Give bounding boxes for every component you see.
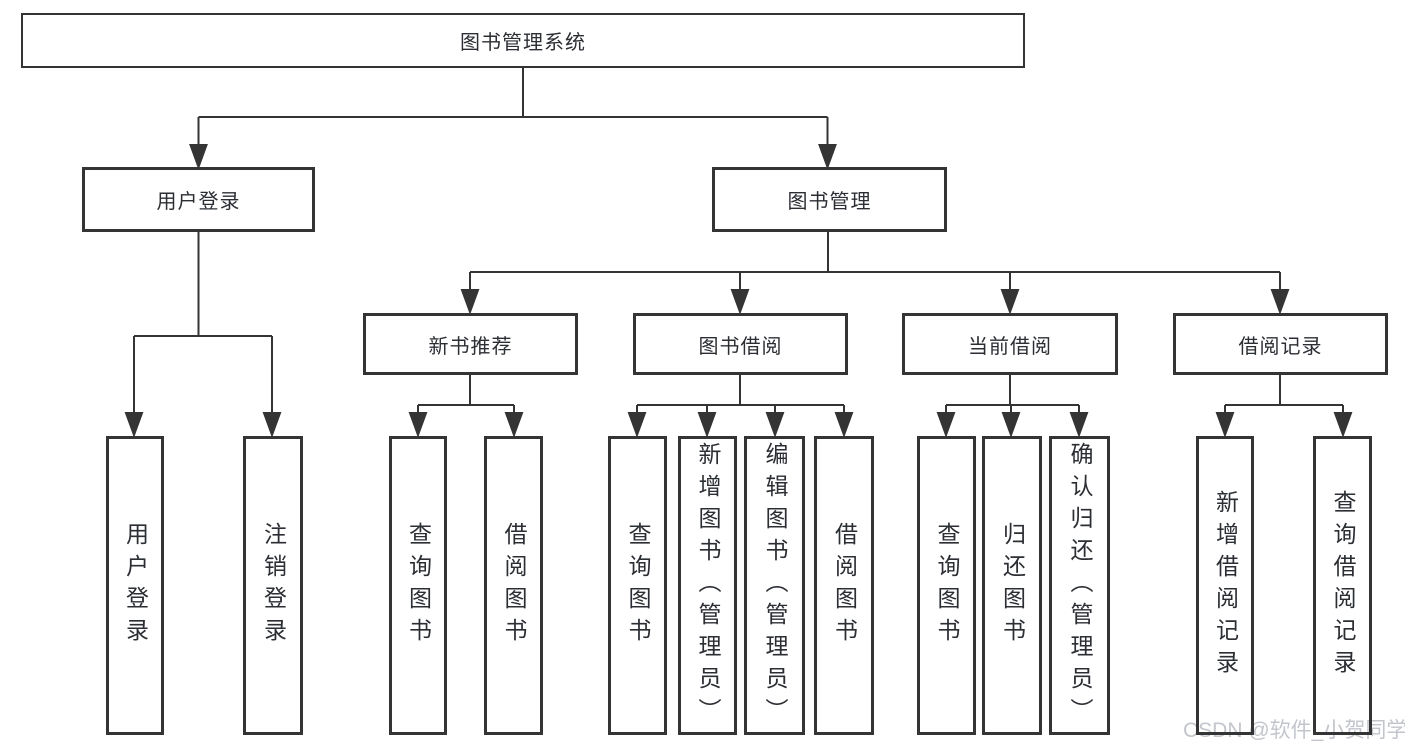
connector-bookmgmt-to-level3	[460, 232, 1290, 315]
arrowhead	[1069, 412, 1089, 438]
leaf-add-book-admin: 新增图书（管理员）	[678, 436, 737, 735]
arrowhead	[460, 289, 480, 315]
arrowhead	[1270, 289, 1290, 315]
arrowhead	[124, 412, 144, 438]
node-borrow-records: 借阅记录	[1173, 313, 1388, 375]
leaf-confirm-return-admin: 确认归还（管理员）	[1049, 436, 1110, 735]
connector-newbook-to-leaves	[408, 375, 524, 438]
leaf-add-borrow-record: 新增借阅记录	[1196, 436, 1254, 735]
leaf-user-login: 用户登录	[106, 436, 164, 735]
leaf-logout: 注销登录	[243, 436, 303, 735]
leaf-borrow-books-recommend: 借阅图书	[484, 436, 543, 735]
connector-userlogin-to-leaves	[124, 232, 282, 438]
connector-root-to-level2	[189, 68, 837, 170]
arrowhead	[1333, 412, 1353, 438]
arrowhead	[627, 412, 647, 438]
arrowhead	[1000, 289, 1020, 315]
node-library-management-system: 图书管理系统	[21, 13, 1025, 68]
arrowhead	[408, 412, 428, 438]
connector-bookborrow-to-leaves	[627, 375, 854, 438]
arrowhead	[504, 412, 524, 438]
arrowhead	[834, 412, 854, 438]
arrowhead	[765, 412, 785, 438]
arrowhead	[1001, 412, 1021, 438]
leaf-borrow-books: 借阅图书	[814, 436, 874, 735]
connector-borrowrecord-to-leaves	[1215, 375, 1353, 438]
csdn-watermark: CSDN @软件_小贺同学	[1183, 719, 1405, 742]
leaf-return-books: 归还图书	[982, 436, 1042, 735]
arrowhead	[697, 412, 717, 438]
arrowhead	[730, 289, 750, 315]
leaf-query-borrow-record: 查询借阅记录	[1313, 436, 1372, 735]
arrowhead	[189, 144, 208, 170]
node-book-borrow: 图书借阅	[633, 313, 848, 375]
node-current-borrow: 当前借阅	[902, 313, 1118, 375]
leaf-edit-book-admin: 编辑图书（管理员）	[744, 436, 805, 735]
arrowhead	[1215, 412, 1235, 438]
leaf-query-books-current: 查询图书	[917, 436, 976, 735]
arrowhead	[818, 144, 837, 170]
arrowhead	[936, 412, 956, 438]
connector-currentborrow-to-leaves	[936, 375, 1089, 438]
leaf-query-books-recommend: 查询图书	[389, 436, 447, 735]
arrowhead	[262, 412, 282, 438]
node-user-login: 用户登录	[82, 167, 315, 232]
node-book-management: 图书管理	[712, 167, 947, 232]
node-new-book-recommend: 新书推荐	[363, 313, 578, 375]
leaf-query-books-borrow: 查询图书	[608, 436, 667, 735]
